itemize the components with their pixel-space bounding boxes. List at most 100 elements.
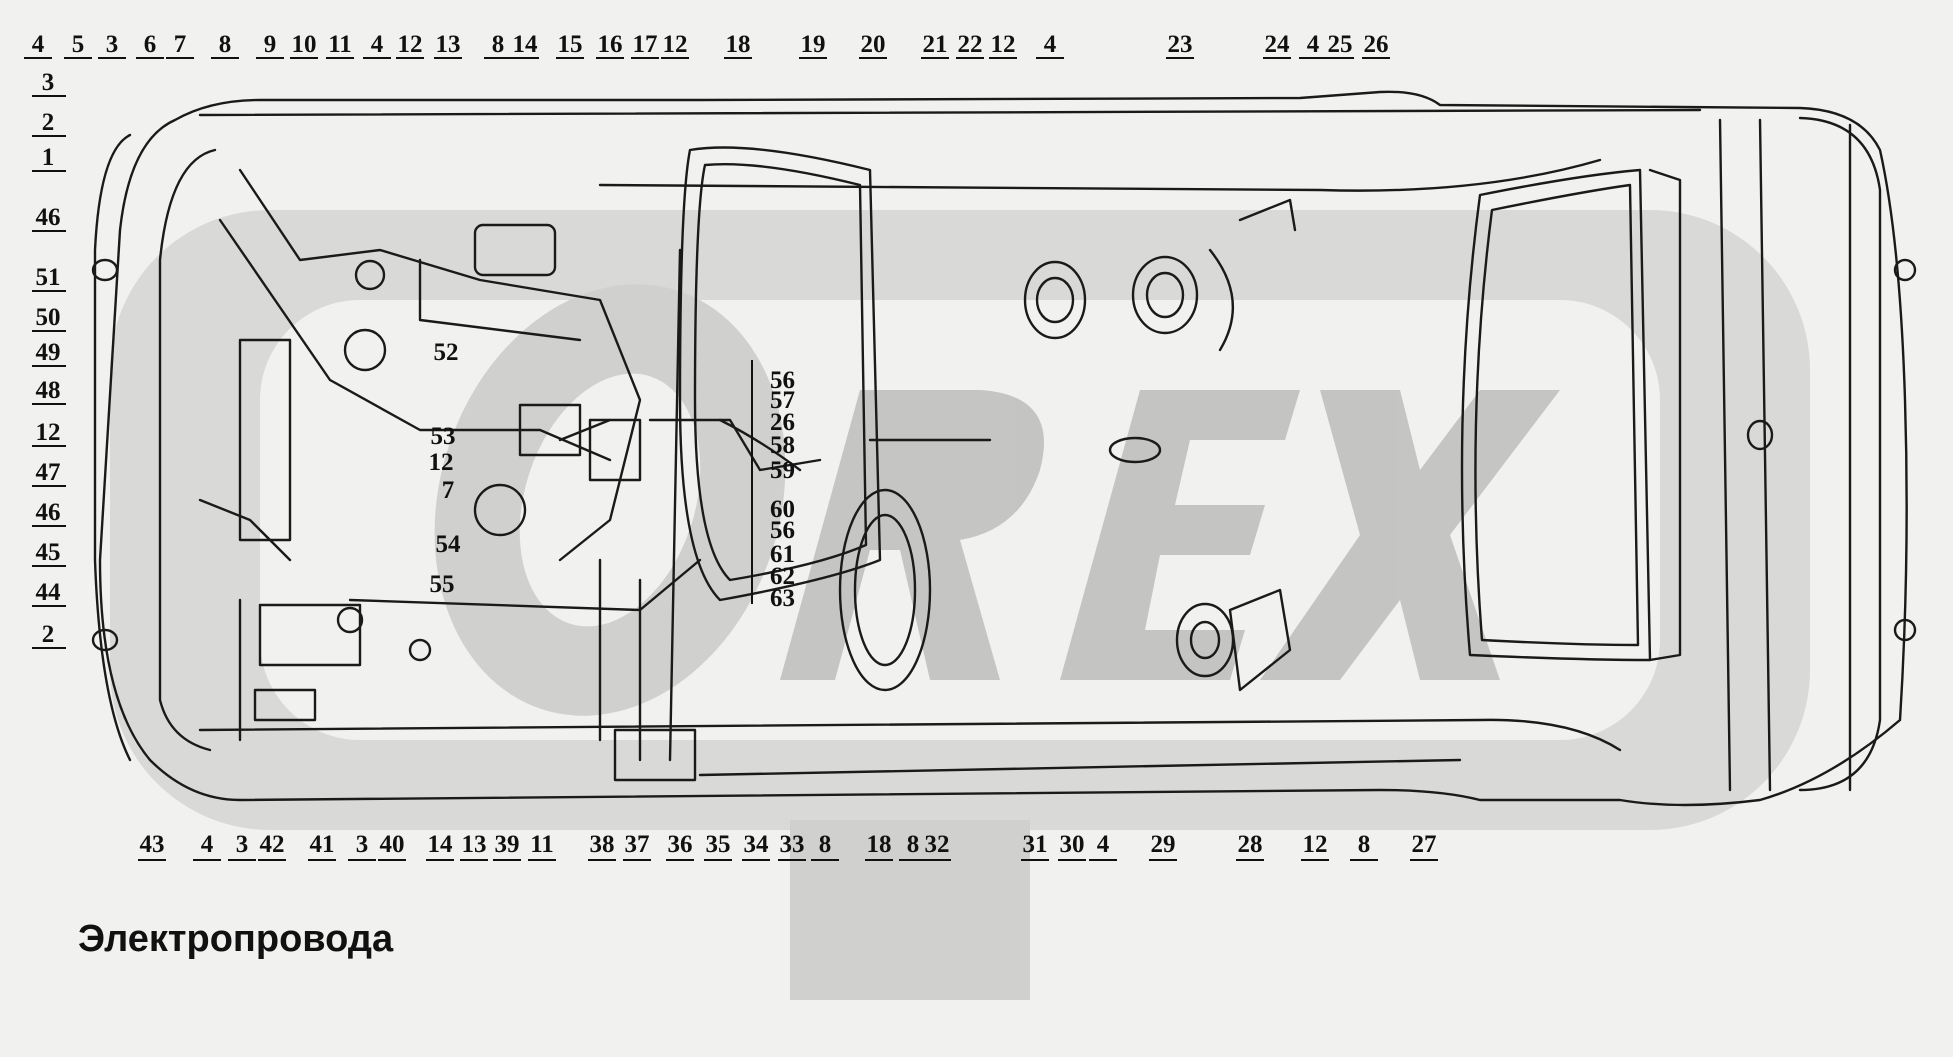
callout-top-20: 20 <box>861 31 886 58</box>
callout-top-9: 9 <box>264 31 277 58</box>
callout-bottom-3: 3 <box>356 831 369 858</box>
callout-top-3: 3 <box>106 31 119 58</box>
callout-right-62: 62 <box>770 563 795 590</box>
diagram-caption: Электропровода <box>78 918 394 960</box>
callout-bottom-37: 37 <box>625 831 650 858</box>
callout-right-56: 56 <box>770 517 795 544</box>
callout-right-60: 60 <box>770 496 795 523</box>
callout-bottom-12: 12 <box>1303 831 1328 858</box>
callout-top-18: 18 <box>726 31 751 58</box>
callout-top-5: 5 <box>72 31 85 58</box>
callout-bottom-36: 36 <box>668 831 693 858</box>
callout-left-51: 51 <box>36 264 61 291</box>
steering-wheel <box>838 488 932 692</box>
callout-top-14: 14 <box>513 31 539 58</box>
callout-bottom-41: 41 <box>310 831 335 858</box>
callout-bottom-8: 8 <box>1358 831 1371 858</box>
callout-top-12: 12 <box>663 31 688 58</box>
callout-left-2: 2 <box>42 109 55 136</box>
speaker-motor <box>1131 255 1199 335</box>
callout-interior-12: 12 <box>429 449 454 476</box>
callout-top-8: 8 <box>219 31 232 58</box>
callout-left-50: 50 <box>36 304 61 331</box>
callout-left-3: 3 <box>42 69 55 96</box>
callout-left-44: 44 <box>36 579 62 606</box>
callout-left-12: 12 <box>36 419 61 446</box>
callout-bottom-8: 8 <box>907 831 920 858</box>
callout-bottom-8: 8 <box>819 831 832 858</box>
callout-bottom-40: 40 <box>380 831 405 858</box>
callout-bottom-42: 42 <box>260 831 285 858</box>
battery <box>238 338 292 542</box>
callout-left-46: 46 <box>36 499 61 526</box>
callout-bottom-4: 4 <box>201 831 214 858</box>
callout-top-10: 10 <box>292 31 317 58</box>
callout-right-26: 26 <box>770 409 795 436</box>
callout-top-23: 23 <box>1168 31 1193 58</box>
callout-left-46: 46 <box>36 204 61 231</box>
callout-top-26: 26 <box>1364 31 1389 58</box>
callout-left-48: 48 <box>36 377 61 404</box>
callout-bottom-13: 13 <box>462 831 487 858</box>
callout-top-8: 8 <box>492 31 505 58</box>
callout-top-13: 13 <box>436 31 461 58</box>
callout-top-16: 16 <box>598 31 623 58</box>
callout-right-56: 56 <box>770 367 795 394</box>
callout-left-2: 2 <box>42 621 55 648</box>
callout-bottom-31: 31 <box>1023 831 1048 858</box>
callout-top-6: 6 <box>144 31 157 58</box>
callout-bottom-11: 11 <box>530 831 554 858</box>
watermark-letter-x <box>1260 390 1560 680</box>
callout-top-17: 17 <box>633 31 658 58</box>
callout-bottom-3: 3 <box>236 831 249 858</box>
callout-bottom-33: 33 <box>780 831 805 858</box>
callout-bottom-18: 18 <box>867 831 892 858</box>
callout-top-19: 19 <box>801 31 826 58</box>
watermark-letter-e <box>1060 390 1300 680</box>
callout-interior-53: 53 <box>431 423 456 450</box>
callout-top-25: 25 <box>1328 31 1353 58</box>
watermark-gear-tooth <box>790 820 1030 1000</box>
rear-window <box>1460 168 1652 662</box>
callout-bottom-28: 28 <box>1238 831 1263 858</box>
callout-right-57: 57 <box>770 387 795 414</box>
callout-interior-52: 52 <box>434 339 459 366</box>
callout-top-4: 4 <box>1044 31 1057 58</box>
callout-bottom-38: 38 <box>590 831 615 858</box>
callout-top-4: 4 <box>371 31 384 58</box>
callout-interior-7: 7 <box>442 477 455 504</box>
callout-right-61: 61 <box>770 541 795 568</box>
callout-bottom-34: 34 <box>744 831 770 858</box>
watermark-letter-r <box>780 390 1044 680</box>
callout-right-58: 58 <box>770 432 795 459</box>
callout-bottom-27: 27 <box>1412 831 1437 858</box>
callout-bottom-29: 29 <box>1151 831 1176 858</box>
callout-interior-55: 55 <box>430 571 455 598</box>
callout-top-4: 4 <box>1307 31 1320 58</box>
callout-left-47: 47 <box>36 459 61 486</box>
callout-top-12: 12 <box>991 31 1016 58</box>
callout-top-15: 15 <box>558 31 583 58</box>
callout-left-49: 49 <box>36 339 61 366</box>
callout-bottom-43: 43 <box>140 831 165 858</box>
body-contour <box>98 90 1908 807</box>
callout-bottom-30: 30 <box>1060 831 1085 858</box>
callout-top-24: 24 <box>1265 31 1291 58</box>
windshield-frame <box>678 146 882 602</box>
callout-top-12: 12 <box>398 31 423 58</box>
callout-top-22: 22 <box>958 31 983 58</box>
callout-left-1: 1 <box>42 144 55 171</box>
callout-interior-54: 54 <box>436 531 462 558</box>
callout-top-7: 7 <box>174 31 187 58</box>
callout-bottom-32: 32 <box>925 831 950 858</box>
callout-right-59: 59 <box>770 457 795 484</box>
callout-top-21: 21 <box>923 31 948 58</box>
callout-top-4: 4 <box>32 31 45 58</box>
speaker-left <box>1023 260 1087 340</box>
callout-bottom-35: 35 <box>706 831 731 858</box>
callout-left-45: 45 <box>36 539 61 566</box>
callout-top-11: 11 <box>328 31 352 58</box>
